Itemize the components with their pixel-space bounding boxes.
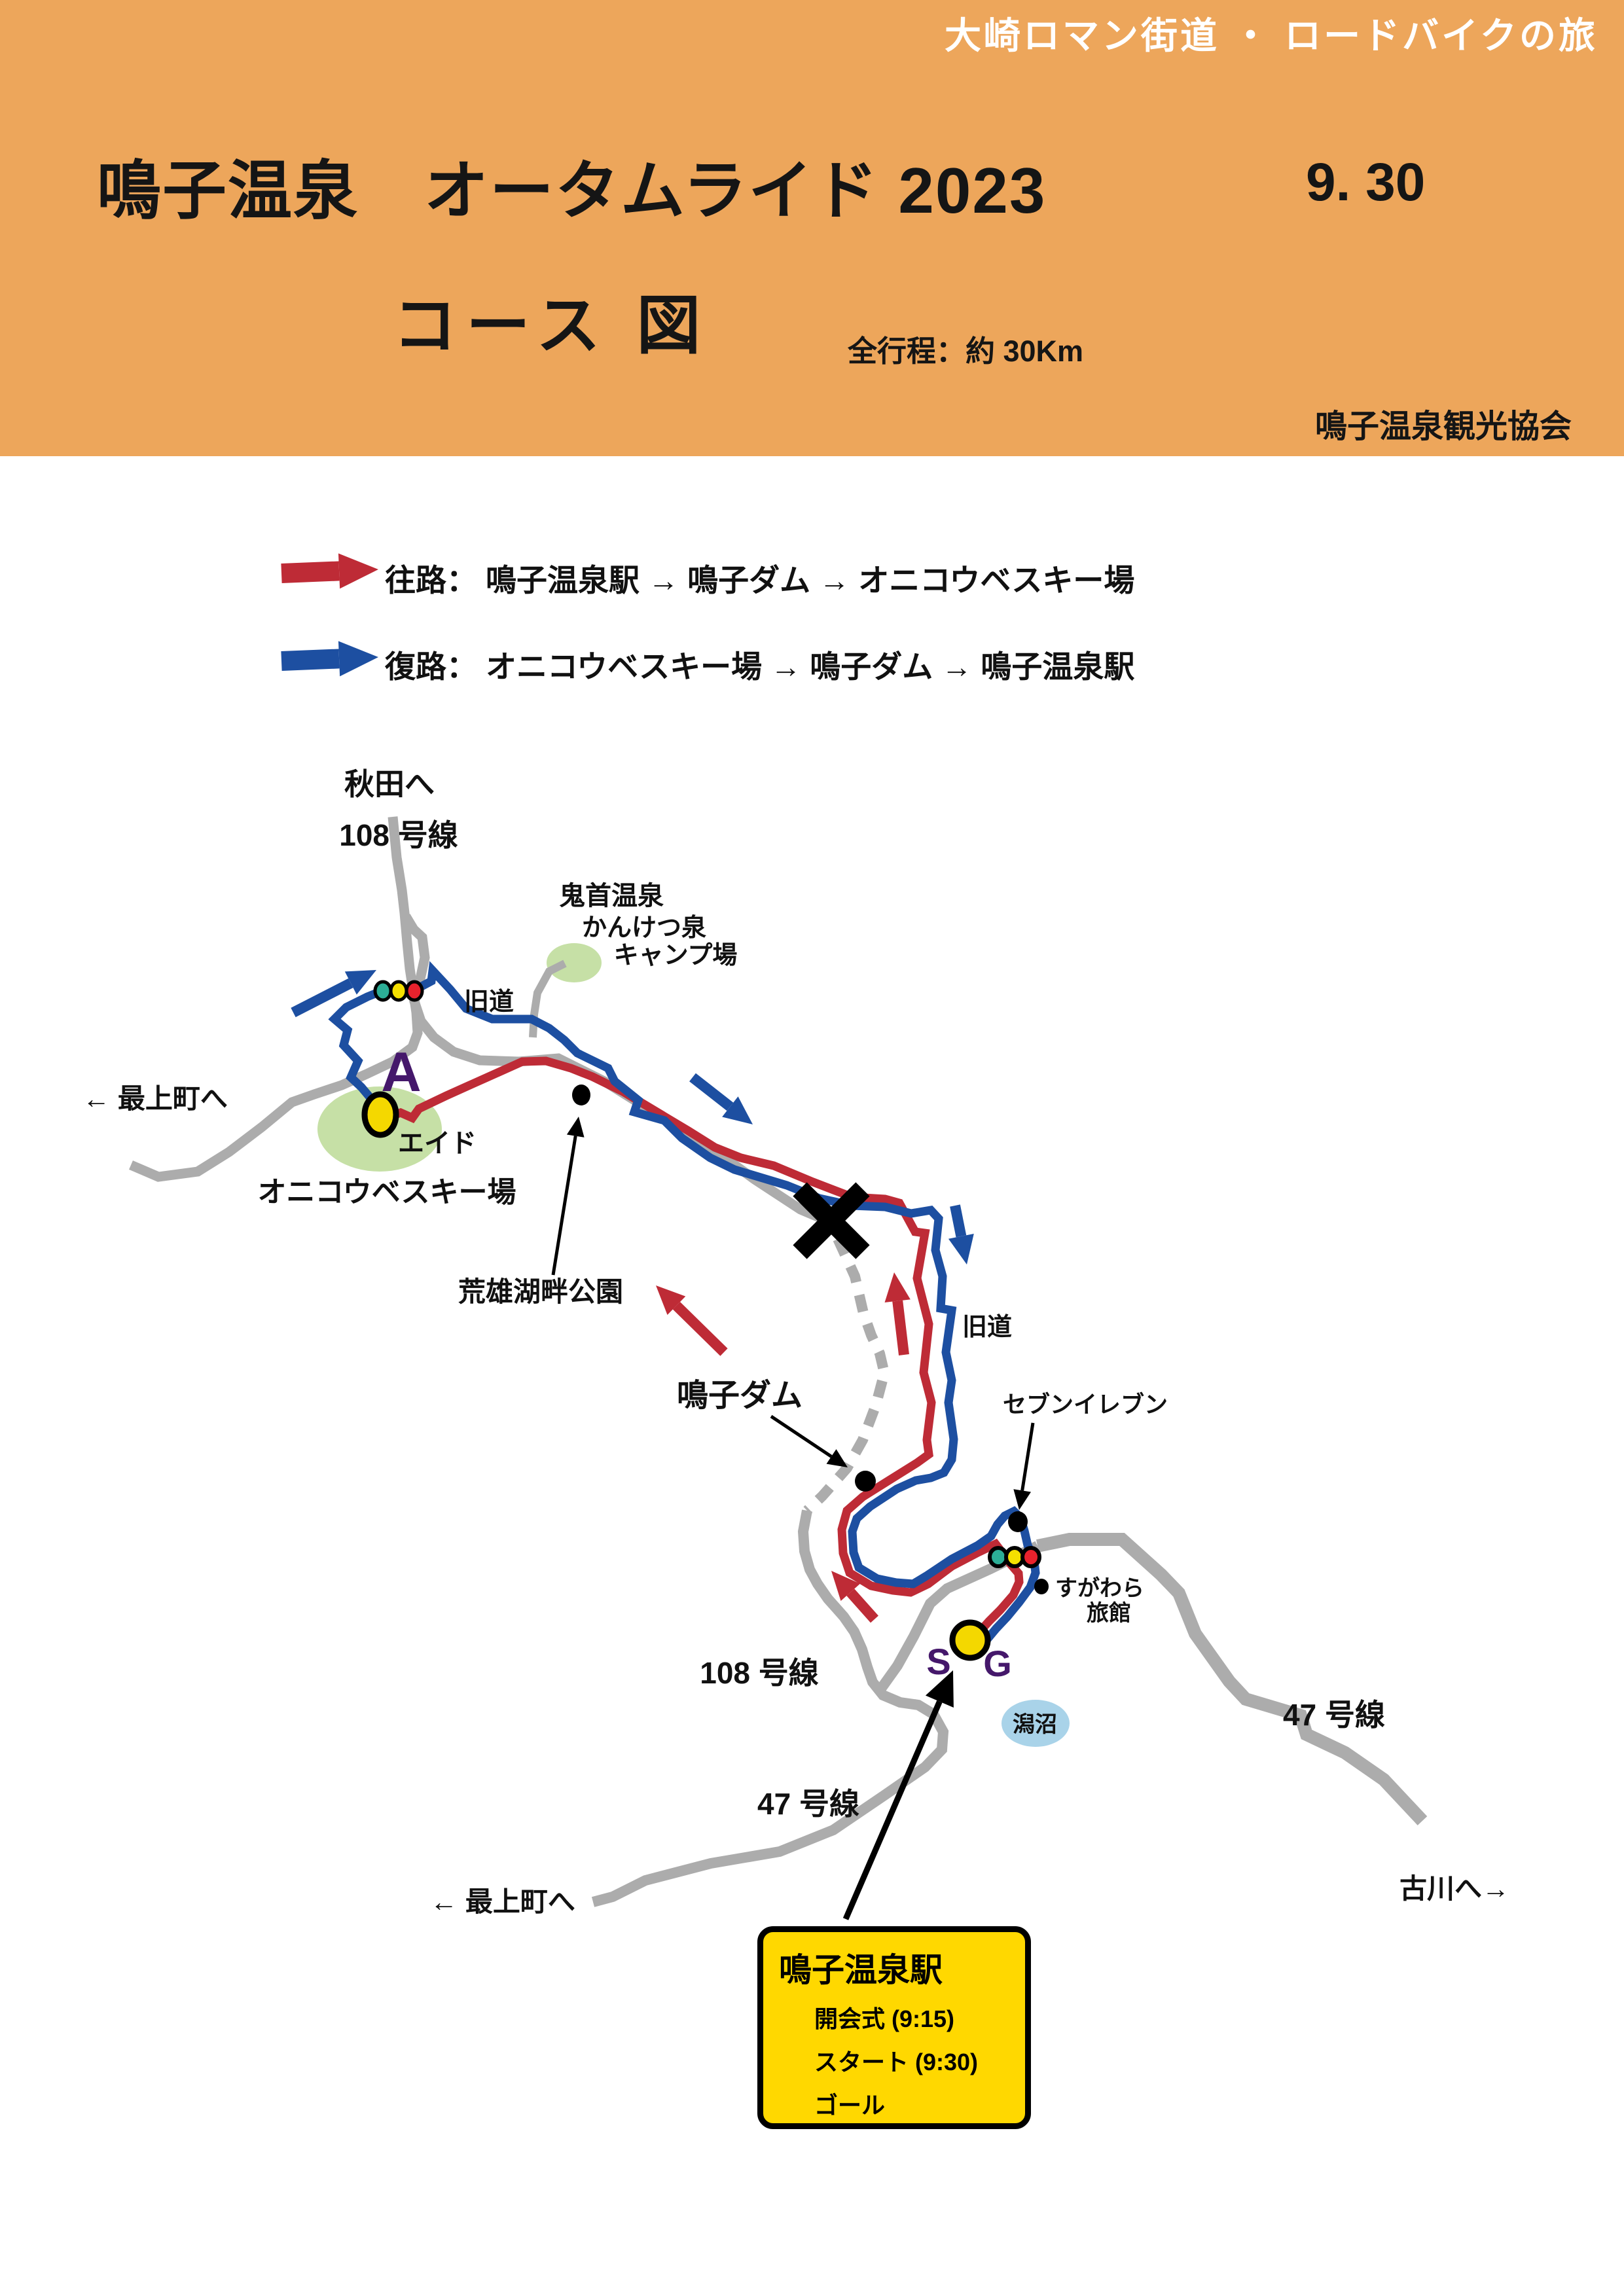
direction-arrow-blue-ne-head (344, 970, 376, 995)
ski-area-ellipse (317, 1086, 442, 1172)
label-araolake-park: 荒雄湖畔公園 (458, 1276, 623, 1307)
opening-ceremony-time: 開会式 (9:15) (814, 2005, 955, 2032)
road-108-south (591, 1509, 949, 1907)
closed-road-x-mark-1 (793, 1182, 870, 1259)
label-kanketsusen: かんけつ泉 (582, 914, 706, 942)
traffic-light-1-yellow (389, 980, 408, 1002)
pointer-arrow-lake-park (551, 1136, 577, 1276)
label-goal-letter-g: G (983, 1643, 1012, 1684)
legend-outbound-arrow (281, 561, 340, 583)
event-date: 9. 30 (1306, 152, 1426, 212)
start-time: スタート (9:30) (814, 2049, 979, 2075)
label-aid-letter-a: A (381, 1041, 421, 1103)
aid-station-marker (361, 1091, 399, 1138)
label-route47-left: 47 号線 (757, 1787, 859, 1821)
road-108-east-fork (401, 914, 824, 1223)
label-route108-left: 108 号線 (700, 1656, 819, 1690)
sugawara-dot (1034, 1579, 1049, 1594)
direction-arrow-red-north-head (884, 1272, 911, 1303)
label-start-letter-s: S (926, 1641, 950, 1682)
label-onikobe-onsen: 鬼首温泉 (559, 882, 664, 910)
label-ryokan: 旅館 (1087, 1601, 1131, 1626)
closed-road-x-mark-2 (793, 1182, 870, 1259)
legend-outbound-arrow-head (338, 553, 378, 589)
header-banner: 大崎ロマン街道 ・ ロードバイクの旅 鳴子温泉 オータムライド 2023 9. … (0, 0, 1624, 456)
direction-arrow-blue-se (689, 1073, 734, 1111)
station-info-box: 鳴子温泉駅 開会式 (9:15) スタート (9:30) ゴール (757, 1926, 1031, 2129)
pointer-arrow-station-start (842, 1700, 943, 1920)
road-branch-crossing (876, 1541, 1040, 1692)
legend-inbound-text: 復路： オニコウベスキー場 → 鳴子ダム → 鳴子温泉駅 (385, 649, 1135, 684)
pointer-arrow-lake-park-head (566, 1117, 585, 1138)
lake-park-dot (572, 1085, 590, 1105)
legend-inbound-arrow-head (338, 641, 378, 677)
pointer-arrow-seven-eleven (1020, 1422, 1035, 1491)
route-return-blue (328, 961, 1040, 1643)
station-name: 鳴子温泉駅 (779, 1952, 943, 1988)
direction-arrow-red-nw-upper-head (656, 1285, 686, 1315)
direction-arrow-red-north (892, 1300, 909, 1355)
label-kyudo-top: 旧道 (464, 988, 514, 1016)
road-closed-dashed (803, 1236, 890, 1515)
goal-label: ゴール (814, 2092, 886, 2119)
label-mogami-lower: ← 最上町へ (430, 1886, 575, 1917)
label-route108-top: 108 号線 (339, 818, 458, 852)
event-title: 鳴子温泉 オータムライド 2023 (97, 154, 1047, 226)
route-outbound-red (381, 1056, 1024, 1637)
road-108-north (129, 816, 423, 1182)
label-akita: 秋田へ (344, 767, 435, 801)
traffic-light-2-green (988, 1546, 1009, 1568)
legend-outbound-text: 往路： 鳴子温泉駅 → 鳴子ダム → オニコウベスキー場 (385, 563, 1135, 598)
label-sugawara: すがわら (1055, 1576, 1144, 1601)
lake-katanuma-ellipse (1001, 1700, 1070, 1747)
pointer-arrow-naruko-dam-head (826, 1449, 848, 1467)
road-47-east (1036, 1533, 1428, 1825)
pointer-arrow-station-start-head (925, 1670, 954, 1708)
direction-arrow-red-nw-loop-head (831, 1571, 861, 1602)
direction-arrow-blue-south-head (948, 1233, 974, 1265)
label-naruko-dam: 鳴子ダム (677, 1378, 803, 1413)
label-onikobe-ski: オニコウベスキー場 (257, 1176, 516, 1208)
traffic-light-2-yellow (1004, 1546, 1025, 1568)
traffic-light-1-green (373, 980, 393, 1002)
camp-area-ellipse (547, 943, 602, 982)
total-distance: 全行程：約 30Km (848, 334, 1084, 368)
label-katanuma: 潟沼 (1013, 1712, 1057, 1737)
direction-arrow-red-nw-upper (672, 1302, 728, 1356)
pointer-arrow-naruko-dam (770, 1414, 833, 1458)
label-aid: エイド (398, 1129, 477, 1158)
seven-eleven-dot (1008, 1511, 1028, 1532)
pointer-arrow-seven-eleven-head (1013, 1489, 1032, 1510)
page-title: コース 図 (393, 289, 710, 361)
road-to-camp (529, 960, 567, 1038)
naruko-dam-dot (855, 1471, 876, 1492)
traffic-light-2-red (1020, 1546, 1041, 1568)
label-kyudo-right: 旧道 (962, 1314, 1012, 1341)
organizer-name: 鳴子温泉観光協会 (1314, 409, 1572, 444)
legend-inbound-arrow (281, 649, 340, 671)
label-seven-eleven: セブンイレブン (1003, 1391, 1168, 1418)
traffic-light-1-red (405, 980, 424, 1002)
direction-arrow-blue-ne (291, 978, 353, 1018)
label-mogami-upper: ← 最上町へ (82, 1083, 228, 1114)
start-goal-marker (949, 1619, 991, 1661)
label-route47-right: 47 号線 (1283, 1698, 1385, 1732)
direction-arrow-blue-south (950, 1204, 967, 1238)
direction-arrow-red-nw-loop (846, 1588, 878, 1623)
label-furukawa: 古川へ→ (1399, 1873, 1509, 1904)
direction-arrow-blue-se-head (722, 1096, 753, 1124)
label-campground: キャンプ場 (614, 942, 738, 969)
event-series-name: 大崎ロマン街道 ・ ロードバイクの旅 (945, 15, 1598, 56)
